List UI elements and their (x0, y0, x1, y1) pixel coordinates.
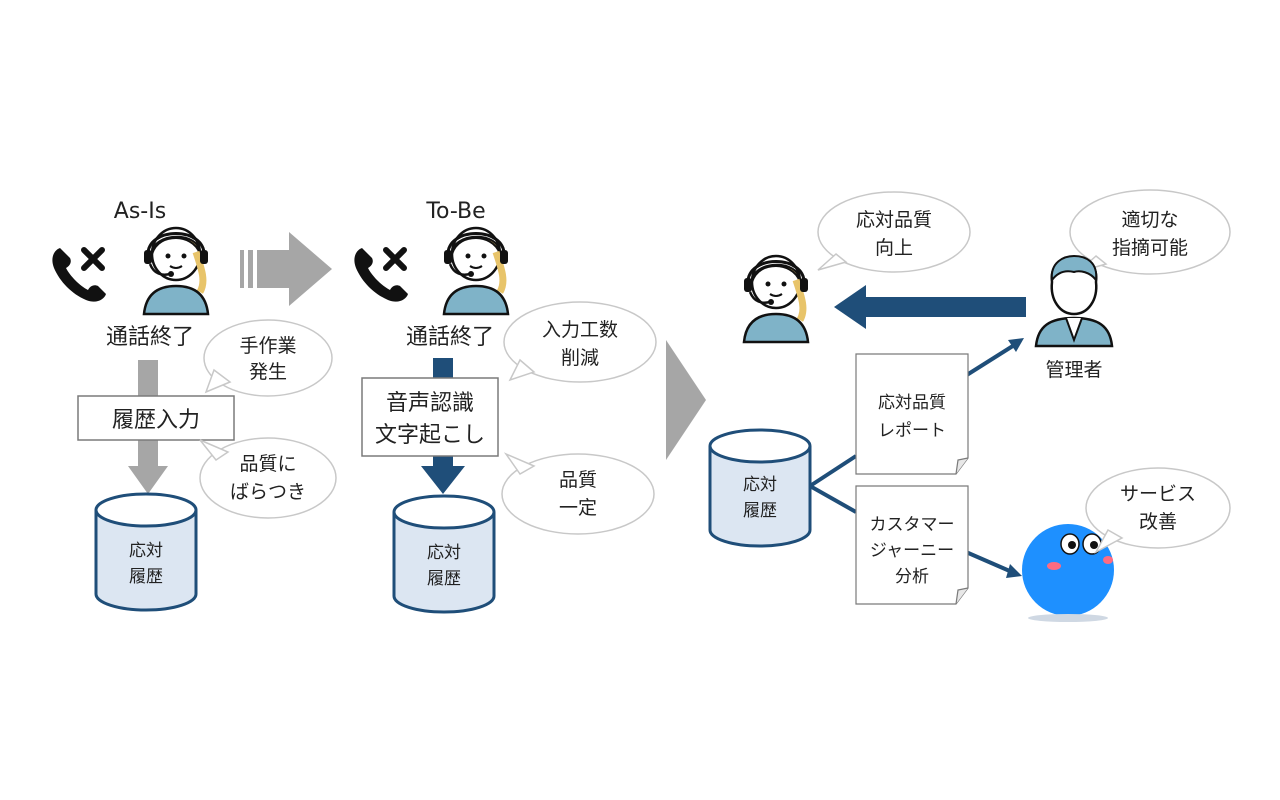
as-is-section: As-Is 通話終了 履歴入力 手作業 発生 品質に ばらつき 応対 履歴 (52, 199, 337, 612)
journey-line1: カスタマー (870, 515, 955, 535)
result-point-bubble: 適切な 指摘可能 (1069, 189, 1231, 275)
result-quality-line1: 応対品質 (856, 209, 932, 231)
speech-line2: 文字起こし (375, 423, 485, 448)
result-db-line1: 応対 (743, 475, 777, 495)
feedback-arrow (834, 285, 1026, 329)
to-be-reduce-line1: 入力工数 (542, 319, 618, 341)
as-is-database: 応対 履歴 (94, 492, 198, 612)
speech-line1: 音声認識 (386, 391, 474, 416)
report-line1: 応対品質 (878, 393, 946, 413)
as-is-quality-bubble: 品質に ばらつき (199, 437, 337, 519)
result-service-line2: 改善 (1139, 511, 1177, 533)
as-is-db-line1: 応対 (129, 541, 163, 561)
speech-recognition-box (361, 377, 499, 457)
to-be-flow-arrow (421, 358, 465, 494)
mascot-icon (1022, 524, 1114, 622)
to-be-section: To-Be 通話終了 音声認識 文字起こし 入力工数 削減 品質 一定 応対 (354, 199, 657, 614)
journey-line2: ジャーニー (870, 541, 954, 561)
to-be-db-line2: 履歴 (427, 569, 461, 589)
as-is-manual-line2: 発生 (249, 361, 287, 383)
as-is-quality-line2: ばらつき (230, 481, 306, 503)
transition-arrow-1 (240, 232, 332, 306)
as-is-call-end-label: 通話終了 (106, 325, 194, 350)
as-is-manual-line1: 手作業 (239, 335, 296, 357)
operator-icon (444, 228, 508, 314)
to-be-reduce-line2: 削減 (561, 347, 599, 369)
history-input-label: 履歴入力 (112, 408, 200, 433)
result-quality-bubble: 応対品質 向上 (817, 191, 971, 273)
to-be-db-line1: 応対 (427, 543, 461, 563)
result-section: 応対品質 向上 適切な 指摘可能 管理者 応対 履歴 (708, 189, 1231, 622)
result-point-line2: 指摘可能 (1112, 237, 1188, 259)
transition-arrow-2 (666, 340, 706, 460)
result-service-line1: サービス (1120, 483, 1196, 505)
result-database: 応対 履歴 (708, 428, 812, 548)
history-input-box (77, 395, 235, 441)
report-line2: レポート (878, 421, 946, 441)
report-document: 応対品質 レポート (855, 353, 969, 475)
to-be-const-line1: 品質 (559, 469, 597, 491)
to-be-database: 応対 履歴 (392, 494, 496, 614)
operator-icon (744, 256, 808, 342)
result-service-bubble: サービス 改善 (1085, 467, 1231, 554)
to-be-title: To-Be (425, 199, 485, 224)
journey-line3: 分析 (895, 567, 929, 587)
result-quality-line2: 向上 (875, 237, 913, 259)
result-point-line1: 適切な (1121, 209, 1178, 231)
manager-icon (1034, 254, 1114, 348)
phone-hangup-icon (354, 248, 408, 302)
as-is-flow-arrow (128, 360, 168, 494)
as-is-db-line2: 履歴 (129, 567, 163, 587)
phone-hangup-icon (52, 248, 106, 302)
to-be-reduce-bubble: 入力工数 削減 (503, 301, 657, 383)
to-be-const-bubble: 品質 一定 (501, 452, 655, 535)
to-be-const-line2: 一定 (559, 497, 597, 519)
as-is-quality-line1: 品質に (239, 453, 296, 475)
connector-lines (808, 338, 1024, 578)
journey-document: カスタマー ジャーニー 分析 (855, 485, 969, 605)
as-is-title: As-Is (114, 199, 166, 224)
manager-label: 管理者 (1045, 359, 1102, 381)
as-is-manual-bubble: 手作業 発生 (203, 319, 333, 397)
to-be-call-end-label: 通話終了 (406, 325, 494, 350)
result-db-line2: 履歴 (743, 501, 777, 521)
operator-icon (144, 228, 208, 314)
